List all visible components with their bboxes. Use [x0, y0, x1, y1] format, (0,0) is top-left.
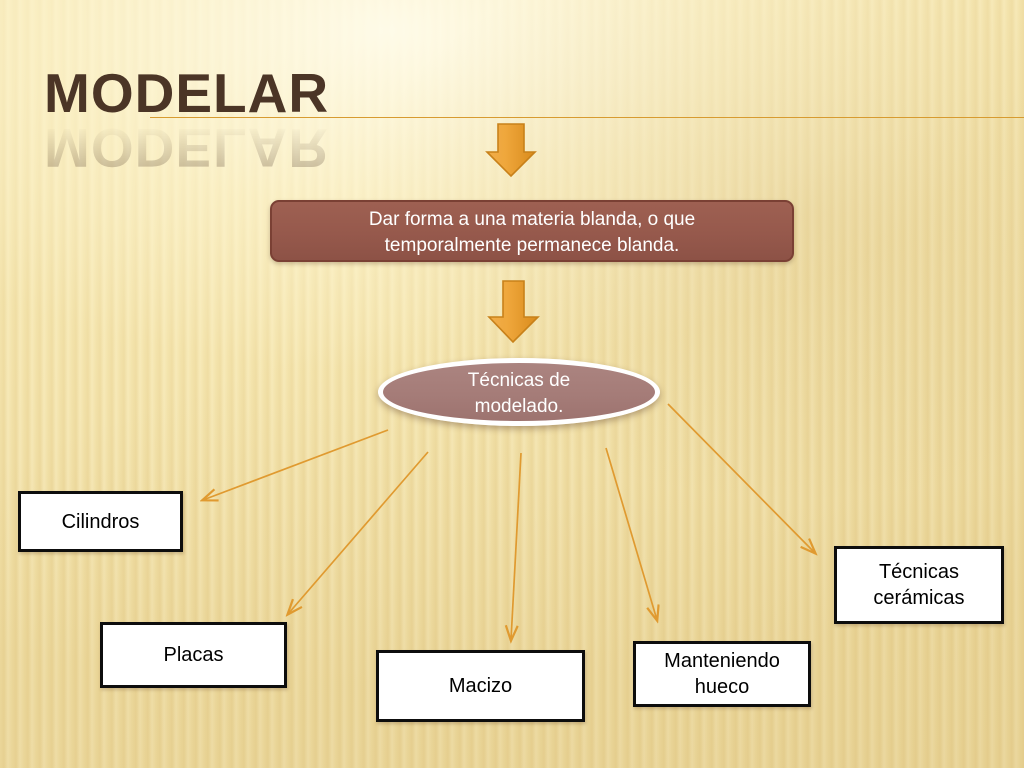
technique-box-placas: Placas: [100, 622, 287, 688]
technique-box-manteniendo-hueco: Manteniendo hueco: [633, 641, 811, 707]
technique-label-line-2: hueco: [694, 676, 750, 698]
technique-label-group: Manteniendo hueco: [664, 648, 780, 700]
central-node-tecnicas-de-modelado: Técnicas de modelado.: [378, 358, 660, 426]
title-divider-line: [150, 117, 1024, 118]
central-node-line-2: modelado.: [474, 396, 564, 417]
block-arrow-to-central-node: [487, 280, 540, 344]
technique-label-line-2: cerámicas: [873, 587, 965, 609]
slide-title-group: MODELAR MODELAR: [44, 62, 564, 180]
technique-label: Placas: [163, 644, 224, 666]
page-title: MODELAR: [44, 62, 330, 124]
technique-box-macizo: Macizo: [376, 650, 585, 722]
definition-box: Dar forma a una materia blanda, o que te…: [270, 200, 794, 262]
connector-to-placas: [288, 451, 429, 614]
technique-label: Macizo: [448, 675, 513, 697]
connector-to-tecnicas-ceramicas: [667, 403, 815, 553]
technique-label-group: Técnicas cerámicas: [873, 559, 964, 611]
technique-label: Cilindros: [61, 510, 140, 533]
technique-label-line-1: Manteniendo: [664, 650, 780, 672]
connector-to-manteniendo-hueco: [605, 447, 657, 620]
technique-box-tecnicas-ceramicas: Técnicas cerámicas: [834, 546, 1004, 624]
page-title-reflection: MODELAR: [44, 117, 330, 179]
central-node-line-1: Técnicas de: [467, 370, 571, 391]
technique-box-cilindros: Cilindros: [18, 491, 183, 552]
definition-line-2: temporalmente permanece blanda.: [384, 235, 680, 256]
connector-to-macizo: [511, 452, 522, 640]
definition-line-1: Dar forma a una materia blanda, o que: [368, 209, 696, 230]
technique-label-line-1: Técnicas: [878, 561, 959, 583]
connector-to-cilindros: [203, 429, 389, 500]
